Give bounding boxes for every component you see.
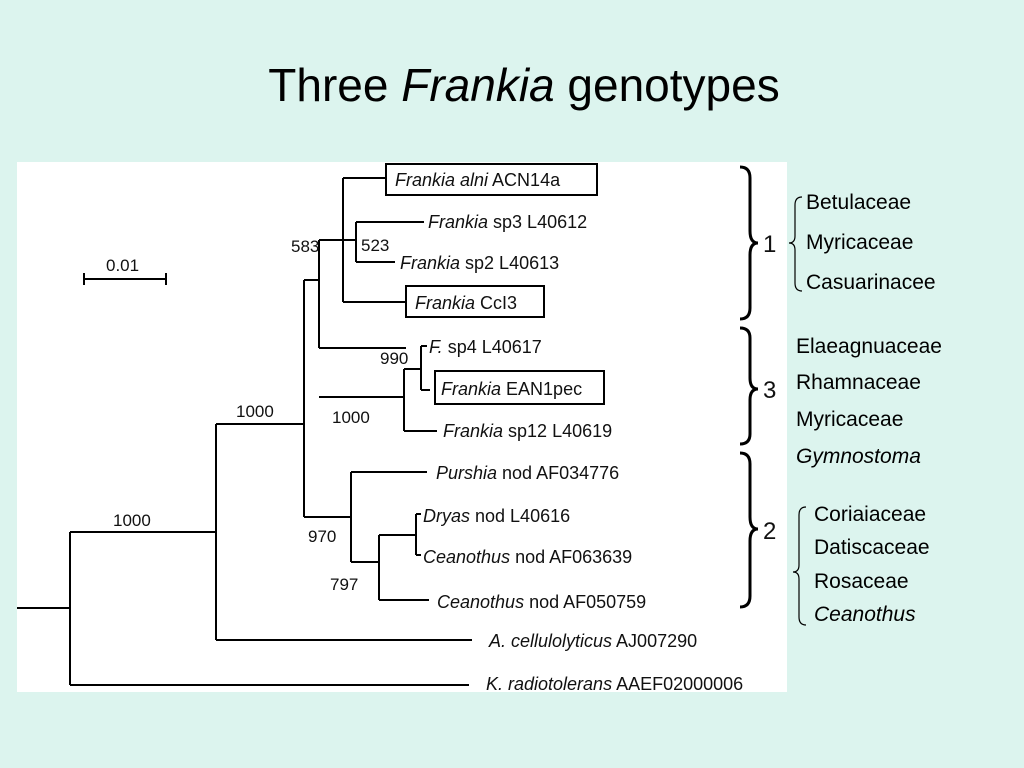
leaf-boxes <box>385 163 605 405</box>
leaf-label: A. cellulolyticus AJ007290 <box>488 631 697 651</box>
leaf-labels: Frankia alni ACN14a Frankia sp3 L40612 F… <box>395 170 743 692</box>
bootstrap-values: 583 523 990 1000 1000 970 797 1000 <box>113 236 408 594</box>
title-suffix: genotypes <box>554 59 780 111</box>
support-value: 1000 <box>113 511 151 530</box>
leaf-label: Dryas nod L40616 <box>423 506 570 526</box>
leaf-label: Purshia nod AF034776 <box>436 463 619 483</box>
support-value: 1000 <box>332 408 370 427</box>
leaf-label: Frankia sp2 L40613 <box>400 253 559 273</box>
leaf-label: Ceanothus nod AF063639 <box>423 547 632 567</box>
leaf-label: Frankia CcI3 <box>415 293 517 313</box>
host-family: Ceanothus <box>814 603 916 626</box>
host-family: Rosaceae <box>814 570 909 593</box>
leaf-label: K. radiotolerans AAEF02000006 <box>486 674 743 692</box>
host-bracket-2 <box>792 506 807 626</box>
support-value: 990 <box>380 349 408 368</box>
title-genus: Frankia <box>401 59 555 111</box>
leaf-box-cci3 <box>405 285 545 318</box>
scale-label: 0.01 <box>106 256 139 275</box>
leaf-label: F. sp4 L40617 <box>429 337 542 357</box>
host-family: Rhamnaceae <box>796 371 921 394</box>
support-value: 797 <box>330 575 358 594</box>
leaf-box-acn14a <box>385 163 598 196</box>
support-value: 970 <box>308 527 336 546</box>
leaf-label: Frankia sp12 L40619 <box>443 421 612 441</box>
leaf-label: Frankia alni ACN14a <box>395 170 561 190</box>
host-family: Gymnostoma <box>796 445 921 468</box>
scale-bar: 0.01 <box>83 256 167 285</box>
tree-branches <box>17 177 472 686</box>
host-family: Datiscaceae <box>814 536 930 559</box>
host-family: Coriaiaceae <box>814 503 927 526</box>
phylogenetic-tree-panel: 0.01 <box>17 162 787 692</box>
slide-title: Three Frankia genotypes <box>0 58 1024 112</box>
leaf-label: Frankia sp3 L40612 <box>428 212 587 232</box>
host-family: Casuarinacee <box>806 271 936 294</box>
leaf-label: Frankia EAN1pec <box>441 379 582 399</box>
host-family: Myricaceae <box>806 231 914 254</box>
host-bracket-1 <box>788 196 803 292</box>
title-prefix: Three <box>268 59 402 111</box>
leaf-label: Ceanothus nod AF050759 <box>437 592 646 612</box>
host-family: Elaeagnuaceae <box>796 335 942 358</box>
host-family: Myricaceae <box>796 408 904 431</box>
host-family: Betulaceae <box>806 191 912 214</box>
phylogenetic-tree: 0.01 <box>17 163 743 692</box>
support-value: 1000 <box>236 402 274 421</box>
support-value: 583 <box>291 237 319 256</box>
leaf-box-ean1pec <box>434 370 605 405</box>
support-value: 523 <box>361 236 389 255</box>
